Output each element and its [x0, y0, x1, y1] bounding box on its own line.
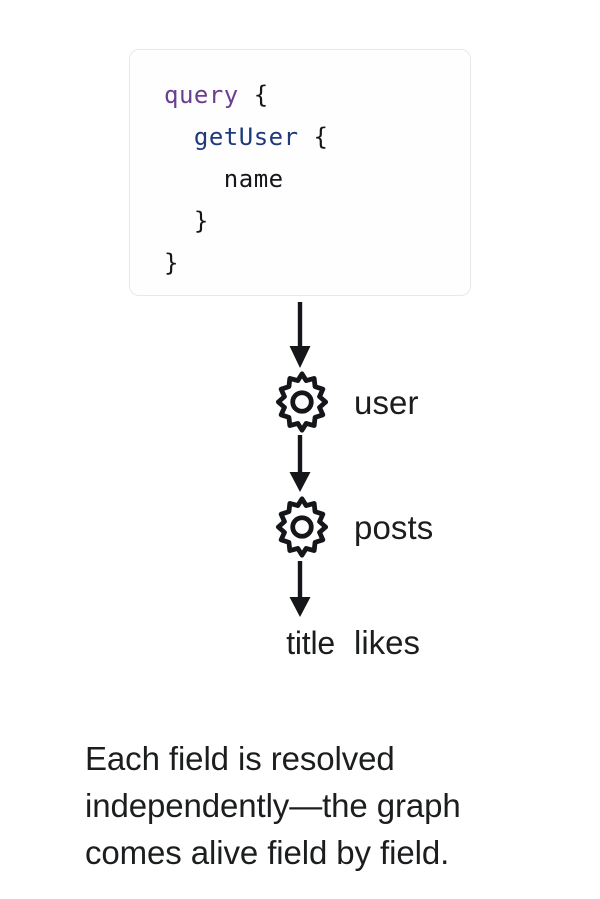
flow-node-user: user	[0, 370, 600, 434]
gear-slot	[0, 495, 335, 559]
code-token-plain: name	[223, 165, 284, 193]
gear-slot	[0, 370, 335, 434]
flow-arrow-2	[0, 435, 600, 492]
flow-arrow-1	[0, 302, 600, 368]
flow-leaf-title: title	[286, 625, 335, 661]
flow-node-posts: posts	[0, 495, 600, 559]
gear-icon	[269, 495, 335, 559]
flow-arrow-3	[0, 561, 600, 617]
code-line: query {	[164, 74, 470, 116]
code-token-brace: }	[193, 207, 209, 235]
code-token-brace: }	[164, 249, 179, 277]
gear-icon	[269, 370, 335, 434]
caption-text: Each field is resolved independently—the…	[85, 740, 461, 871]
code-token-plain	[299, 123, 314, 151]
flow-leaf-likes: likes	[354, 624, 421, 661]
code-indent	[164, 123, 194, 151]
flow-node-label: posts	[354, 508, 434, 546]
code-token-plain	[239, 81, 254, 109]
code-line: getUser {	[164, 116, 470, 158]
code-token-brace: {	[313, 123, 329, 151]
graphql-query-code-block: query { getUser { name }}	[129, 49, 471, 296]
code-lines: query { getUser { name }}	[130, 74, 470, 284]
code-token-keyword: query	[164, 81, 239, 109]
code-token-brace: {	[253, 81, 269, 109]
code-indent	[164, 207, 194, 235]
flow-node-label: user	[354, 383, 419, 421]
code-line: }	[164, 200, 470, 242]
code-line: name	[164, 158, 470, 200]
flow-leaf-row: title likes	[0, 626, 600, 659]
code-indent	[164, 165, 224, 193]
code-token-function: getUser	[193, 123, 299, 151]
code-line: }	[164, 242, 470, 284]
